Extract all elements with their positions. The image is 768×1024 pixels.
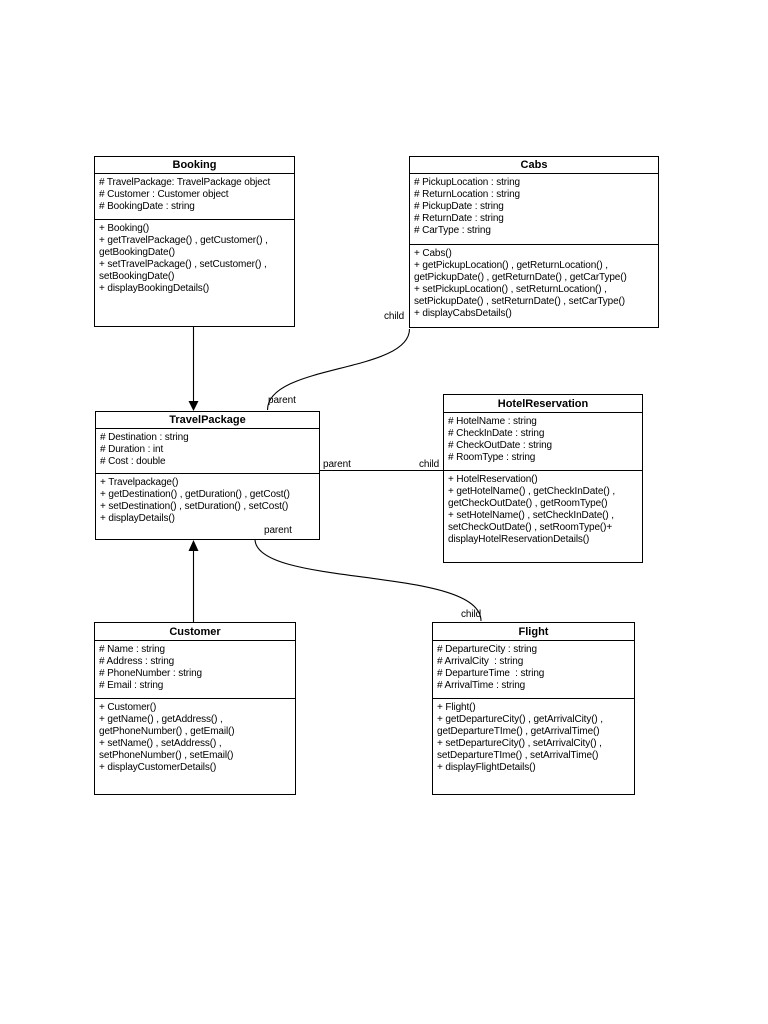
class-hotelreservation-title: HotelReservation xyxy=(444,395,642,413)
attribute-line: # PickupDate : string xyxy=(414,201,504,212)
method-line: + setDepartureCity() , setArrivalCity() … xyxy=(437,738,602,749)
class-customer-title: Customer xyxy=(95,623,295,641)
attribute-line: # ReturnDate : string xyxy=(414,213,504,224)
class-hotelreservation-methods: + HotelReservation() + getHotelName() , … xyxy=(444,471,642,546)
attribute-line: # Cost : double xyxy=(100,456,166,467)
method-line: + Flight() xyxy=(437,702,476,713)
attribute-line: # RoomType : string xyxy=(448,452,536,463)
class-hotelreservation-attributes: # HotelName : string # CheckInDate : str… xyxy=(444,413,642,471)
method-line: + Booking() xyxy=(99,223,150,234)
method-line: + getName() , getAddress() , xyxy=(99,714,223,725)
class-travelpackage-attributes: # Destination : string # Duration : int … xyxy=(96,429,319,474)
class-cabs: Cabs # PickupLocation : string # ReturnL… xyxy=(409,156,659,328)
class-travelpackage-methods: + Travelpackage() + getDestination() , g… xyxy=(96,474,319,525)
class-flight-attributes: # DepartureCity : string # ArrivalCity :… xyxy=(433,641,634,699)
class-booking: Booking # TravelPackage: TravelPackage o… xyxy=(94,156,295,327)
method-line: displayHotelReservationDetails() xyxy=(448,534,590,545)
class-travelpackage-title: TravelPackage xyxy=(96,412,319,429)
label-parent-hotel-line: parent xyxy=(323,459,351,470)
attribute-line: # Address : string xyxy=(99,656,175,667)
label-child-flight: child xyxy=(461,609,482,620)
attribute-line: # PhoneNumber : string xyxy=(99,668,202,679)
class-cabs-title: Cabs xyxy=(410,157,658,174)
method-line: + Cabs() xyxy=(414,248,452,259)
method-line: setPickupDate() , setReturnDate() , setC… xyxy=(414,296,625,307)
label-parent-travelpackage-bottom: parent xyxy=(264,525,292,536)
arrowhead-into-travelpackage-bottom-icon xyxy=(188,540,199,551)
method-line: setDepartureTIme() , setArrivalTime() xyxy=(437,750,599,761)
method-line: + displayBookingDetails() xyxy=(99,283,210,294)
method-line: getPhoneNumber() , getEmail() xyxy=(99,726,235,737)
class-flight-title: Flight xyxy=(433,623,634,641)
label-child-hotel-line: child xyxy=(419,459,440,470)
method-line: + displayCustomerDetails() xyxy=(99,762,217,773)
method-line: setBookingDate() xyxy=(99,271,175,282)
method-line: setPhoneNumber() , setEmail() xyxy=(99,750,234,761)
method-line: + displayFlightDetails() xyxy=(437,762,536,773)
class-cabs-methods: + Cabs() + getPickupLocation() , getRetu… xyxy=(410,245,658,320)
attribute-line: # ArrivalTime : string xyxy=(437,680,526,691)
class-customer: Customer # Name : string # Address : str… xyxy=(94,622,296,795)
method-line: + getPickupLocation() , getReturnLocatio… xyxy=(414,260,608,271)
class-booking-methods: + Booking() + getTravelPackage() , getCu… xyxy=(95,220,294,295)
attribute-line: # HotelName : string xyxy=(448,416,537,427)
attribute-line: # PickupLocation : string xyxy=(414,177,520,188)
class-flight: Flight # DepartureCity : string # Arriva… xyxy=(432,622,635,795)
class-cabs-attributes: # PickupLocation : string # ReturnLocati… xyxy=(410,174,658,245)
class-booking-title: Booking xyxy=(95,157,294,174)
method-line: + setDestination() , setDuration() , set… xyxy=(100,501,289,512)
class-hotelreservation: HotelReservation # HotelName : string # … xyxy=(443,394,643,563)
attribute-line: # DepartureTime : string xyxy=(437,668,545,679)
method-line: + HotelReservation() xyxy=(448,474,538,485)
label-child-cabs: child xyxy=(384,311,405,322)
attribute-line: # Email : string xyxy=(99,680,164,691)
class-flight-methods: + Flight() + getDepartureCity() , getArr… xyxy=(433,699,634,774)
method-line: + displayDetails() xyxy=(100,513,175,524)
method-line: + Travelpackage() xyxy=(100,477,179,488)
attribute-line: # CheckInDate : string xyxy=(448,428,545,439)
method-line: + setHotelName() , setCheckInDate() , xyxy=(448,510,614,521)
attribute-line: # Destination : string xyxy=(100,432,189,443)
class-booking-attributes: # TravelPackage: TravelPackage object # … xyxy=(95,174,294,220)
attribute-line: # Customer : Customer object xyxy=(99,189,229,200)
label-parent-travelpackage-top: parent xyxy=(268,395,296,406)
method-line: + getHotelName() , getCheckInDate() , xyxy=(448,486,616,497)
method-line: + Customer() xyxy=(99,702,157,713)
class-travelpackage: TravelPackage # Destination : string # D… xyxy=(95,411,320,540)
method-line: getBookingDate() xyxy=(99,247,175,258)
method-line: getDepartureTIme() , getArrivalTime() xyxy=(437,726,600,737)
method-line: + getDepartureCity() , getArrivalCity() … xyxy=(437,714,603,725)
attribute-line: # CheckOutDate : string xyxy=(448,440,552,451)
attribute-line: # ArrivalCity : string xyxy=(437,656,524,667)
method-line: + setPickupLocation() , setReturnLocatio… xyxy=(414,284,607,295)
method-line: + displayCabsDetails() xyxy=(414,308,512,319)
attribute-line: # DepartureCity : string xyxy=(437,644,537,655)
method-line: + setTravelPackage() , setCustomer() , xyxy=(99,259,267,270)
attribute-line: # BookingDate : string xyxy=(99,201,195,212)
method-line: setCheckOutDate() , setRoomType()+ xyxy=(448,522,613,533)
method-line: getCheckOutDate() , getRoomType() xyxy=(448,498,608,509)
method-line: + setName() , setAddress() , xyxy=(99,738,222,749)
class-customer-methods: + Customer() + getName() , getAddress() … xyxy=(95,699,295,774)
attribute-line: # Name : string xyxy=(99,644,166,655)
method-line: + getTravelPackage() , getCustomer() , xyxy=(99,235,268,246)
attribute-line: # ReturnLocation : string xyxy=(414,189,520,200)
class-customer-attributes: # Name : string # Address : string # Pho… xyxy=(95,641,295,699)
arrowhead-into-travelpackage-top-icon xyxy=(188,401,199,411)
method-line: getPickupDate() , getReturnDate() , getC… xyxy=(414,272,627,283)
attribute-line: # Duration : int xyxy=(100,444,164,455)
attribute-line: # CarType : string xyxy=(414,225,491,236)
attribute-line: # TravelPackage: TravelPackage object xyxy=(99,177,271,188)
method-line: + getDestination() , getDuration() , get… xyxy=(100,489,290,500)
